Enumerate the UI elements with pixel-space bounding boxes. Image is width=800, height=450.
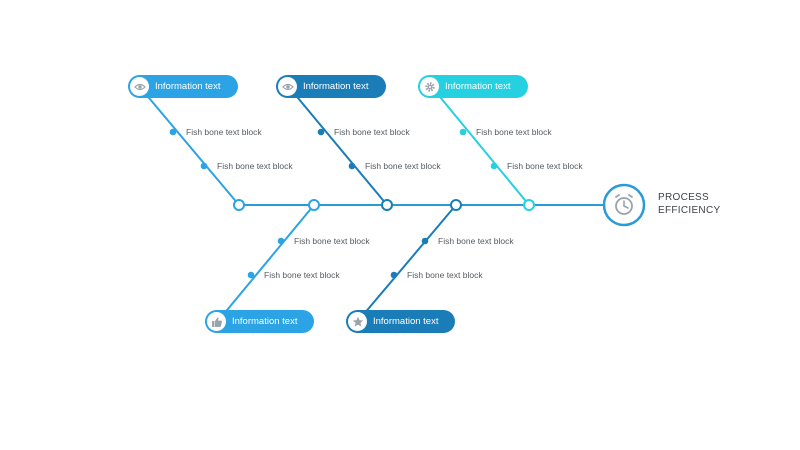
head-title: PROCESS EFFICIENCY [658,191,720,217]
info-pill-label: Information text [445,81,511,92]
bone-line-top-1 [138,85,240,206]
bone-dot [459,128,467,136]
info-pill-top-1: Information text [128,75,238,98]
bone-dot [317,128,325,136]
fish-bone-text-block: Fish bone text block [217,161,293,171]
info-pill-label: Information text [232,316,298,327]
fish-bone-text-block: Fish bone text block [365,161,441,171]
head-title-line-2: EFFICIENCY [658,205,721,216]
fish-bone-text-block: Fish bone text block [334,127,410,137]
junction-node [233,199,245,211]
clock-bell-right [628,194,633,198]
star-icon [348,312,367,331]
head-title-line-1: PROCESS [658,192,710,203]
info-pill-label: Information text [155,81,221,92]
bone-dot [421,237,429,245]
fish-bone-text-block: Fish bone text block [264,270,340,280]
bone-dot [200,162,208,170]
clock-bell-left [615,194,620,198]
eye-icon [278,77,297,96]
junction-node [308,199,320,211]
bone-dot [277,237,285,245]
bone-line-top-2 [287,85,388,206]
clock-hand-minute [623,205,629,209]
thumbs-up-icon [207,312,226,331]
junction-node [450,199,462,211]
info-pill-bottom-2: Information text [346,310,455,333]
bone-line-bottom-2 [357,204,457,322]
fish-bone-text-block: Fish bone text block [438,236,514,246]
info-pill-bottom-1: Information text [205,310,314,333]
junction-node [381,199,393,211]
bone-dot [247,271,255,279]
bone-line-top-3 [430,85,530,206]
gear-icon [420,77,439,96]
info-pill-label: Information text [373,316,439,327]
info-pill-label: Information text [303,81,369,92]
bone-dot [490,162,498,170]
bone-dot [169,128,177,136]
alarm-clock-icon [615,197,633,215]
bone-dot [348,162,356,170]
junction-node [523,199,535,211]
info-pill-top-2: Information text [276,75,386,98]
fish-bone-text-block: Fish bone text block [186,127,262,137]
fish-bone-text-block: Fish bone text block [294,236,370,246]
fish-bone-text-block: Fish bone text block [507,161,583,171]
eye-icon [130,77,149,96]
bone-line-bottom-1 [217,204,315,322]
info-pill-top-3: Information text [418,75,528,98]
fish-bone-text-block: Fish bone text block [476,127,552,137]
fish-bone-text-block: Fish bone text block [407,270,483,280]
bone-dot [390,271,398,279]
